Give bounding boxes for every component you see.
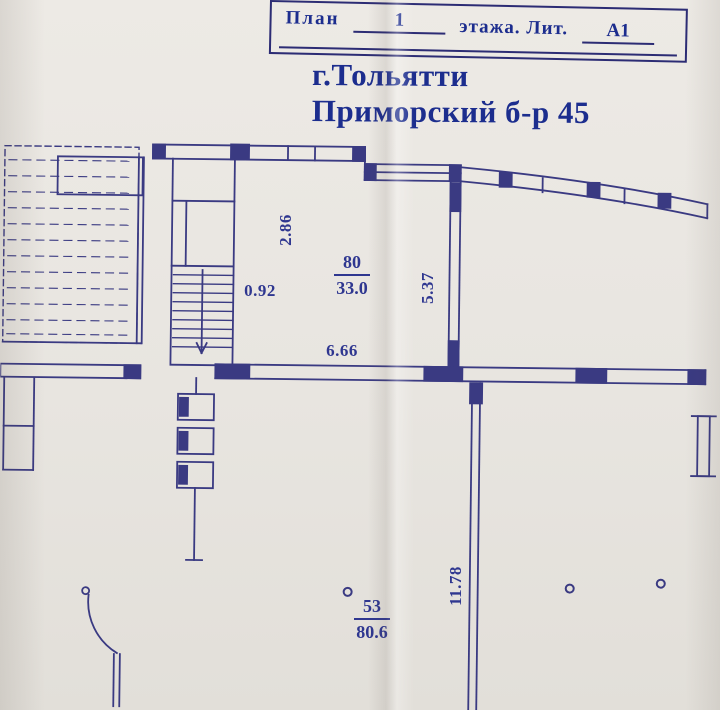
stairs [169,157,236,367]
title-block: г.Тольятти Приморский б-р 45 [312,57,591,130]
columns [342,578,666,597]
room-53-label: 53 80.6 [342,596,402,643]
title-address: Приморский б-р 45 [311,92,591,130]
room-80-number: 80 [334,252,370,276]
column-marker [564,583,575,594]
balcony-hatch [0,144,145,380]
stairs-direction-arrow [195,269,208,355]
plan-number-field: 1 [353,8,446,35]
room-80-label: 80 33.0 [324,252,380,299]
door-swing-arc [87,593,119,655]
dimension-0_92: 0.92 [244,281,276,300]
left-lower-walls [2,376,215,561]
interior-vertical-wall [447,180,462,369]
room-53-number: 53 [354,596,390,620]
column-marker [655,578,666,589]
right-wall-detail [690,415,717,478]
floor-label: этажа. Лит. [459,15,569,40]
dimension-11_78: 11.78 [446,566,465,606]
liter-field: А1 [581,19,655,46]
room-53-area: 80.6 [356,622,388,642]
dimension-6_66: 6.66 [326,341,358,360]
header-underline [278,46,677,57]
column-marker [342,586,353,597]
lower-vertical-wall [467,382,484,710]
mid-horizontal-wall [214,363,707,386]
balcony-inner-room [56,155,144,197]
dimension-2_86: 2.86 [276,214,295,246]
dimension-5_37: 5.37 [418,272,437,304]
entry-door [81,586,121,708]
room-80-area: 33.0 [336,278,368,298]
title-city: г.Тольятти [312,57,469,94]
plan-header-box: План 1 этажа. Лит. А1 [268,0,688,63]
top-exterior-wall [152,143,709,220]
plan-label: План [285,7,340,30]
